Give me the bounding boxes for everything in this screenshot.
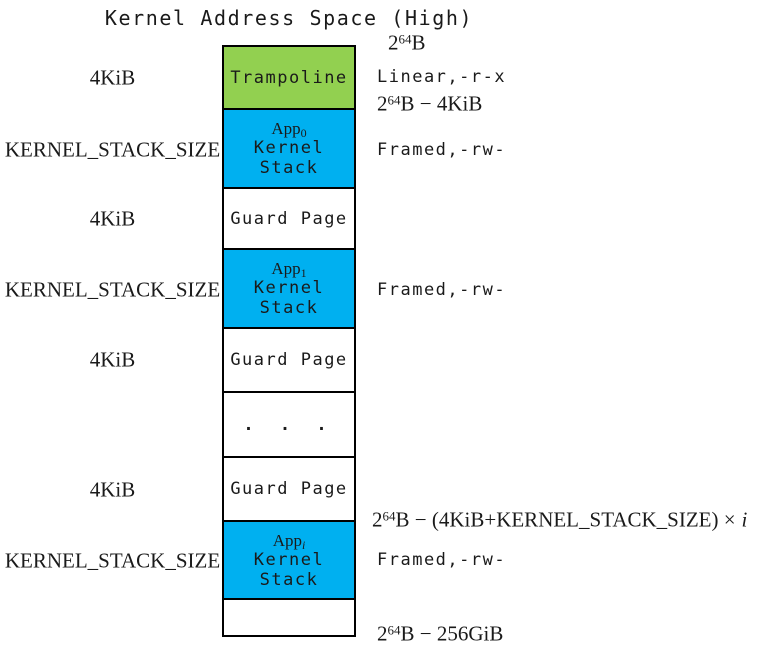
address-minus-4kib: 264B − 4KiB: [377, 92, 482, 117]
address-minus-256gib: 264B − 256GiB: [377, 622, 503, 647]
addr-exponent: 64: [387, 92, 401, 108]
appi-label: Appi: [272, 530, 306, 552]
perm-app1-stack: Framed,-rw-: [377, 280, 507, 300]
size-label-guard-2: 4KiB: [89, 347, 136, 372]
addr-exponent: 64: [387, 622, 401, 638]
trampoline-label: Trampoline: [230, 67, 348, 88]
address-top: 264B: [388, 31, 426, 56]
guard-page-label: Guard Page: [230, 479, 348, 499]
app1-label: App1: [271, 259, 307, 280]
app-prefix: App: [272, 530, 302, 550]
segment-guard-page-1: Guard Page: [224, 189, 354, 250]
ellipsis-label: . . .: [243, 414, 335, 435]
app0-label: App0: [271, 119, 307, 140]
perm-appi-stack: Framed,-rw-: [377, 550, 507, 570]
addr-rest: B: [411, 30, 426, 55]
guard-page-label: Guard Page: [230, 350, 348, 370]
addr-rest: B − 4KiB: [400, 91, 483, 116]
addr-base: 2: [388, 30, 399, 55]
guard-page-label: Guard Page: [230, 208, 348, 229]
stack-line: Stack: [259, 158, 319, 178]
diagram-title: Kernel Address Space (High): [104, 6, 474, 30]
address-formula: 264B − (4KiB+KERNEL_STACK_SIZE) ×i: [372, 508, 747, 533]
segment-trampoline: Trampoline: [224, 47, 354, 110]
size-label-app0-stack: KERNEL_STACK_SIZE: [4, 137, 221, 162]
size-label-app1-stack: KERNEL_STACK_SIZE: [4, 277, 221, 302]
size-label-guard-1: 4KiB: [89, 206, 136, 231]
size-label-appi-stack: KERNEL_STACK_SIZE: [4, 548, 221, 573]
memory-stack: Trampoline App0 Kernel Stack Guard Page …: [222, 45, 356, 637]
stack-line: Stack: [259, 298, 319, 318]
size-label-guard-3: 4KiB: [89, 477, 136, 502]
kernel-line: Kernel: [253, 278, 325, 298]
app-prefix: App: [271, 119, 301, 138]
addr-base: 2: [377, 621, 388, 646]
addr-base: 2: [372, 507, 383, 532]
addr-rest: B − (4KiB+KERNEL_STACK_SIZE) ×: [395, 507, 736, 532]
perm-app0-stack: Framed,-rw-: [377, 140, 507, 160]
segment-ellipsis: . . .: [224, 393, 354, 458]
addr-rest: B − 256GiB: [400, 621, 504, 646]
addr-exponent: 64: [398, 31, 412, 47]
segment-appi-kernel-stack: Appi Kernel Stack: [224, 522, 354, 600]
addr-base: 2: [377, 91, 388, 116]
addr-exponent: 64: [382, 508, 396, 524]
segment-bottom-spacer: [224, 600, 354, 635]
kernel-line: Kernel: [253, 138, 325, 158]
kernel-line: Kernel: [253, 549, 325, 570]
app-prefix: App: [271, 259, 301, 278]
addr-index-variable: i: [741, 507, 748, 532]
app1-subscript: 1: [300, 266, 307, 280]
segment-guard-page-2: Guard Page: [224, 329, 354, 393]
segment-app0-kernel-stack: App0 Kernel Stack: [224, 110, 354, 189]
appi-subscript: i: [301, 537, 306, 552]
stack-line: Stack: [259, 569, 319, 590]
segment-guard-page-3: Guard Page: [224, 458, 354, 522]
size-label-trampoline: 4KiB: [89, 65, 136, 90]
perm-trampoline: Linear,-r-x: [377, 67, 507, 87]
app0-subscript: 0: [300, 126, 307, 140]
segment-app1-kernel-stack: App1 Kernel Stack: [224, 250, 354, 329]
